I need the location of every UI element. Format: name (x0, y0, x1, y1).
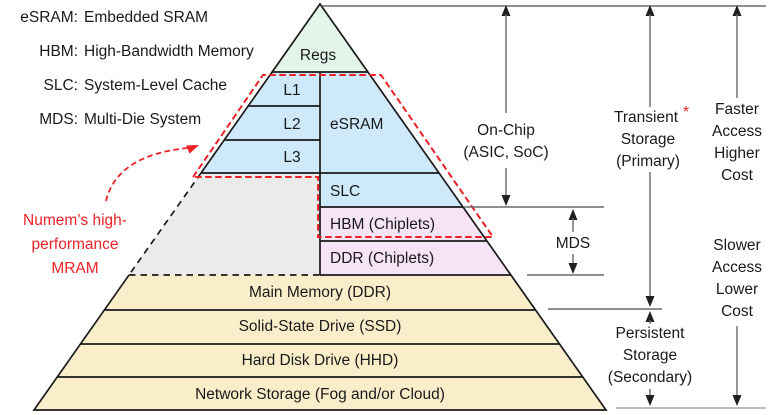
layer-ddr-shape (320, 241, 511, 275)
mram-callout-text: Numem’s high- performance MRAM (23, 212, 127, 277)
transient-label-line2: Storage (621, 131, 675, 148)
label-esram: eSRAM (330, 116, 383, 133)
transient-asterisk: * (683, 104, 689, 121)
layer-network-shape (34, 377, 606, 410)
legend-def-esram: Embedded SRAM (84, 9, 208, 26)
arrow-up-icon (501, 5, 511, 16)
transient-label-line1: Transient (614, 109, 679, 126)
annotation-labels: On-Chip (ASIC, SoC) MDS Transient * Stor… (463, 101, 762, 386)
persistent-label-line3: (Secondary) (608, 369, 692, 386)
arrow-down-icon (732, 395, 742, 406)
persistent-arrow (645, 311, 655, 406)
layer-hbm-shape (320, 207, 487, 241)
arrow-down-icon (501, 195, 511, 206)
slower-label-line3: Lower (716, 281, 758, 298)
legend-def-slc: System-Level Cache (84, 77, 227, 94)
mram-highlight-outline (191, 74, 495, 238)
callout-line3: MRAM (51, 260, 98, 277)
arrow-down-icon (645, 296, 655, 307)
arrow-down-icon (645, 395, 655, 406)
pyramid-layers (34, 4, 606, 410)
transient-label-line3: (Primary) (616, 153, 680, 170)
legend-abbr-hbm: HBM: (39, 43, 78, 60)
mds-arrow (568, 209, 578, 274)
layer-l2-shape (224, 106, 320, 140)
legend-def-mds: Multi-Die System (84, 111, 201, 128)
label-network: Network Storage (Fog and/or Cloud) (195, 386, 445, 403)
faster-label-line1: Faster (715, 101, 759, 118)
onchip-label-line2: (ASIC, SoC) (463, 144, 548, 161)
legend-abbr-esram: eSRAM: (20, 9, 78, 26)
label-hdd: Hard Disk Drive (HHD) (242, 352, 399, 369)
layer-regs-shape (272, 4, 368, 72)
slower-label-line1: Slower (713, 237, 760, 254)
label-l1: L1 (283, 82, 300, 99)
pyramid-labels: Regs L1 L2 L3 eSRAM SLC HBM (Chiplets) D… (195, 47, 445, 403)
layer-main-memory-shape (105, 275, 535, 310)
onchip-arrow (501, 5, 511, 206)
callout-line1: Numem’s high- (23, 212, 127, 229)
callout-line2: performance (31, 236, 118, 253)
arrow-up-icon (645, 5, 655, 16)
arrow-up-icon (732, 5, 742, 16)
label-hbm: HBM (Chiplets) (330, 216, 435, 233)
legend-abbr-slc: SLC: (44, 77, 78, 94)
arrow-up-icon (645, 311, 655, 322)
callout-arrowhead-icon (186, 145, 199, 154)
label-regs: Regs (300, 47, 336, 64)
pyramid-outline (32, 2, 608, 411)
legend-def-hbm: High-Bandwidth Memory (84, 43, 254, 60)
layer-l3-shape (201, 140, 320, 173)
mram-callout-arrow (105, 145, 199, 202)
transient-arrow (645, 5, 655, 307)
label-slc: SLC (330, 183, 360, 200)
onchip-label-line1: On-Chip (477, 122, 535, 139)
offchip-gray-region-shape (129, 173, 320, 275)
legend-abbr-mds: MDS: (39, 111, 78, 128)
label-l2: L2 (283, 116, 300, 133)
label-ssd: Solid-State Drive (SSD) (239, 318, 402, 335)
persistent-label-line2: Storage (623, 347, 677, 364)
pyramid-left-edge-dashed (128, 172, 202, 276)
pyramid-borders (32, 2, 608, 411)
arrow-up-icon (568, 209, 578, 220)
faster-slower-arrow (732, 5, 742, 406)
slower-label-line2: Access (712, 259, 762, 276)
layer-esram-shape (320, 72, 439, 173)
arrow-down-icon (568, 263, 578, 274)
faster-label-line3: Higher (714, 145, 760, 162)
faster-label-line2: Access (712, 123, 762, 140)
label-main-memory: Main Memory (DDR) (249, 284, 391, 301)
layer-ssd-shape (81, 310, 559, 344)
label-l3: L3 (283, 149, 300, 166)
faster-label-line4: Cost (721, 167, 754, 184)
annotation-lines (322, 5, 766, 409)
mds-label: MDS (556, 235, 590, 252)
callout-curve (105, 147, 189, 202)
layer-hdd-shape (57, 344, 583, 377)
persistent-label-line1: Persistent (616, 325, 686, 342)
layer-slc-shape (320, 173, 463, 207)
legend: eSRAM: Embedded SRAM HBM: High-Bandwidth… (20, 9, 254, 128)
slower-label-line4: Cost (721, 303, 754, 320)
label-ddr: DDR (Chiplets) (330, 250, 434, 267)
